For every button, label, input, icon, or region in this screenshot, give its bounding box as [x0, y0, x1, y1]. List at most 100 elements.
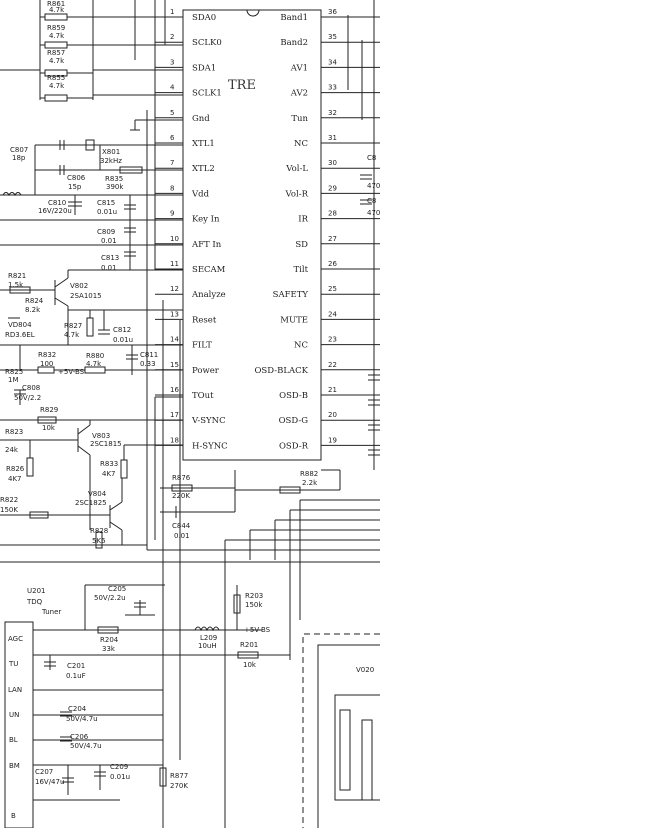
pin-name: Key In — [192, 215, 220, 225]
r828-ref: R828 — [90, 527, 108, 535]
tuner-pin-bm: BM — [9, 762, 20, 770]
r824-val: 8.2k — [25, 306, 41, 314]
pin-name: SD — [295, 240, 308, 250]
pin-name: XTL2 — [192, 164, 215, 174]
pin-number: 22 — [328, 361, 337, 369]
pin-name: Vol-R — [285, 189, 309, 199]
pin-number: 14 — [170, 336, 179, 344]
pin-name: Reset — [192, 315, 217, 325]
c813-ref: C813 — [101, 254, 119, 262]
r829-val: 10k — [42, 424, 56, 432]
pin-name: Analyze — [191, 290, 226, 300]
pin-number: 12 — [170, 285, 179, 293]
pin-name: OSD-R — [279, 441, 309, 451]
tre-overlay-label: TRE — [228, 78, 256, 93]
pin-name: SECAM — [192, 265, 226, 275]
pin-name: SCLK0 — [192, 38, 222, 48]
r203-val: 150k — [245, 601, 263, 609]
c807-val: 18p — [12, 154, 26, 162]
c808-ref: C808 — [22, 384, 40, 392]
pin-name: FILT — [192, 341, 212, 351]
c810-val: 16V/220u — [38, 207, 72, 215]
pin-number: 33 — [328, 84, 337, 92]
r857-val: 4.7k — [49, 57, 65, 65]
r822-val: 150K — [0, 506, 18, 514]
pin-number: 19 — [328, 436, 337, 444]
r857-ref: R857 — [47, 49, 65, 57]
ic-pin-left: 18H-SYNC — [155, 436, 228, 451]
pin-number: 18 — [170, 436, 179, 444]
below-ic-section — [154, 396, 341, 540]
r859-val: 4.7k — [49, 32, 65, 40]
pin-number: 20 — [328, 411, 337, 419]
l209-val: 10uH — [198, 642, 217, 650]
ic-left-pins: 1SDA02SCLK03SDA14SCLK15Gnd6XTL17XTL28Vdd… — [155, 8, 228, 451]
pin-number: 32 — [328, 109, 337, 117]
c209-ref: C209 — [110, 763, 128, 771]
r824-ref: R824 — [25, 297, 44, 305]
r835-ref: R835 — [105, 175, 123, 183]
x801-ref: X801 — [102, 148, 120, 156]
pin-name: AV2 — [290, 89, 308, 99]
sub-board-outline — [302, 633, 380, 828]
r880-val: 4.7k — [86, 360, 102, 368]
c815-ref: C815 — [97, 199, 115, 207]
u201-val: TDQ — [26, 598, 43, 606]
pin-number: 23 — [328, 336, 337, 344]
vd804-val: RD3.6EL — [5, 331, 35, 339]
r204-ref: R204 — [100, 636, 119, 644]
pin-number: 36 — [328, 8, 337, 16]
r201-ref: R201 — [240, 641, 258, 649]
pin-number: 25 — [328, 285, 337, 293]
right-edge-parts — [360, 174, 380, 456]
pin-name: Vol-L — [285, 164, 308, 174]
pin-number: 6 — [170, 134, 175, 142]
pin-name: IR — [298, 215, 308, 225]
pin-number: 28 — [328, 210, 337, 218]
c810-ref: C810 — [48, 199, 66, 207]
pin-name: Power — [192, 366, 220, 376]
ic-pin-left: 17V-SYNC — [155, 411, 226, 426]
r859-ref: R859 — [47, 24, 65, 32]
tuner-pin-agc: AGC — [8, 635, 23, 643]
pin-number: 7 — [170, 159, 174, 167]
v020-label: V020 — [356, 666, 374, 674]
pin-number: 31 — [328, 134, 337, 142]
c806-ref: C806 — [67, 174, 86, 182]
r861-ref: R861 — [47, 0, 65, 8]
r826-ref: R826 — [6, 465, 25, 473]
c204-val: 50V/4.7u — [66, 715, 98, 723]
pin-name: Band2 — [280, 38, 308, 48]
pin-number: 35 — [328, 33, 337, 41]
v803-ref: V803 — [92, 432, 110, 440]
pin-number: 1 — [170, 8, 174, 16]
pin-name: SDA0 — [192, 13, 216, 23]
pin-number: 2 — [170, 33, 174, 41]
c206-ref: C206 — [70, 733, 89, 741]
pin-name: SCLK1 — [192, 89, 222, 99]
pin-number: 16 — [170, 386, 179, 394]
r833-val: 4K7 — [102, 470, 116, 478]
r880-ref: R880 — [86, 352, 104, 360]
r882-val: 2.2k — [302, 479, 318, 487]
pin-number: 13 — [170, 310, 179, 318]
reset-section — [0, 269, 183, 405]
c807-ref: C807 — [10, 146, 28, 154]
